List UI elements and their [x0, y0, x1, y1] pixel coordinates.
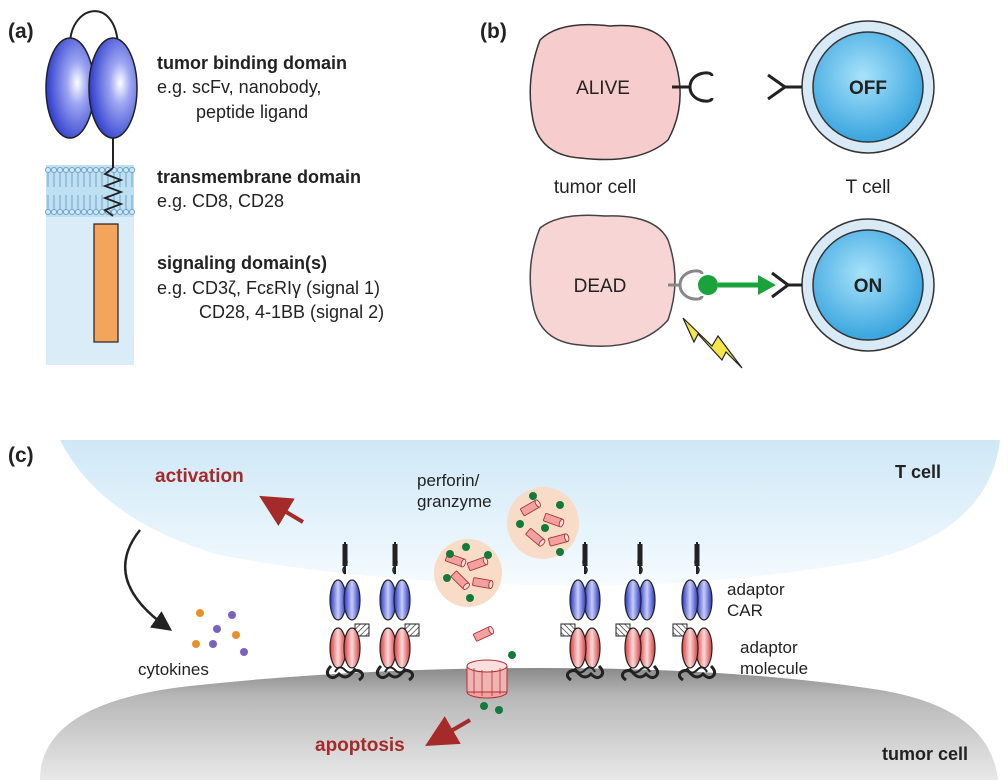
- lipid-head: [92, 166, 100, 174]
- panel-c: (c) T cell tumor cell activation cytokin…: [8, 440, 1000, 780]
- tcell-off-inner: [812, 31, 924, 143]
- lipid-head: [62, 166, 70, 174]
- lipid-head: [86, 166, 94, 174]
- lightning-icon: [682, 317, 743, 369]
- scfv-domain-right: [88, 37, 138, 139]
- lipid-head: [80, 166, 88, 174]
- transmembrane-helix: [102, 167, 124, 217]
- cytokines-label: cytokines: [138, 660, 209, 679]
- panel-a-label: (a): [8, 20, 34, 43]
- signaling-line2: CD28, 4-1BB (signal 2): [199, 302, 384, 322]
- scfv-domain-left: [45, 37, 95, 139]
- lipid-head: [74, 166, 82, 174]
- tumor-membrane-c: [40, 668, 998, 780]
- granzyme-dot: [480, 702, 488, 710]
- granule-upper: [507, 487, 579, 559]
- apoptosis-label: apoptosis: [315, 735, 405, 756]
- lipid-head: [98, 166, 106, 174]
- panel-a: (a) tumor binding domain e.g. scFv, nano…: [8, 10, 384, 365]
- dead-label: DEAD: [574, 276, 627, 297]
- tumor-cell-alive: [529, 23, 681, 161]
- lipid-head: [92, 208, 100, 216]
- tumor-binding-title: tumor binding domain: [157, 53, 347, 73]
- tumor-cell-dead: [529, 214, 676, 347]
- car-receptor-on: [771, 271, 802, 299]
- apoptosis-arrow: [425, 716, 472, 747]
- signaling-domain-box: [93, 223, 119, 343]
- lipid-head: [68, 166, 76, 174]
- lipid-head: [56, 166, 64, 174]
- lipid-head: [50, 208, 58, 216]
- lipid-head: [62, 208, 70, 216]
- transmembrane-title: transmembrane domain: [157, 167, 361, 187]
- activation-arrow: [259, 495, 305, 527]
- tumor-label-c: tumor cell: [882, 744, 968, 764]
- perforin-label-line1: perforin/: [417, 471, 480, 490]
- lipid-head: [98, 208, 106, 216]
- adaptor-car-line2: CAR: [727, 601, 763, 620]
- lipid-head: [56, 208, 64, 216]
- receptor-dead: [668, 269, 704, 301]
- signaling-line1: e.g. CD3ζ, FcεRIγ (signal 1): [157, 278, 380, 298]
- green-arrow-head: [758, 275, 776, 295]
- cytokine-arrow: [124, 529, 173, 631]
- car-receptor-off: [767, 73, 802, 101]
- signaling-title: signaling domain(s): [157, 253, 327, 273]
- receptor-alive: [672, 71, 714, 103]
- lipid-head: [110, 208, 118, 216]
- lipid-head: [122, 208, 130, 216]
- tumor-binding-line2: peptide ligand: [196, 102, 308, 122]
- panel-b-label: (b): [480, 20, 507, 43]
- alive-label: ALIVE: [576, 78, 630, 99]
- lipid-head: [80, 208, 88, 216]
- tcell-on-inner: [812, 229, 924, 341]
- lipid-head: [44, 166, 52, 174]
- adaptor-molecule-line1: adaptor: [740, 638, 798, 657]
- activation-label: activation: [155, 466, 244, 487]
- lipid-head: [74, 208, 82, 216]
- adaptor-ligand: [698, 275, 718, 295]
- off-label: OFF: [849, 78, 887, 99]
- tcell-caption: T cell: [845, 177, 890, 198]
- lipid-head: [128, 166, 136, 174]
- transmembrane-line1: e.g. CD8, CD28: [157, 191, 284, 211]
- granzyme-dot: [508, 651, 516, 659]
- lipid-head: [122, 166, 130, 174]
- panel-c-label: (c): [8, 444, 34, 467]
- lipid-head: [128, 208, 136, 216]
- tumor-binding-line1: e.g. scFv, nanobody,: [157, 77, 321, 97]
- lipid-head: [68, 208, 76, 216]
- tcell-label-c: T cell: [895, 462, 941, 482]
- lipid-bilayer: [44, 166, 136, 216]
- lipid-head: [116, 208, 124, 216]
- perforin-pore: [466, 659, 508, 699]
- adaptor-car-line1: adaptor: [727, 580, 785, 599]
- on-label: ON: [854, 276, 883, 297]
- lipid-head: [86, 208, 94, 216]
- free-granzyme: [472, 625, 496, 642]
- panel-b: (b) ALIVE OFF tumor cell T cell DEAD ON: [480, 20, 935, 369]
- granule-lower: [434, 539, 502, 607]
- perforin-label-line2: granzyme: [417, 492, 492, 511]
- tumor-cell-caption: tumor cell: [554, 177, 636, 198]
- lipid-head: [50, 166, 58, 174]
- adaptor-molecule-line2: molecule: [740, 659, 808, 678]
- lipid-head: [116, 166, 124, 174]
- granzyme-dot: [495, 706, 503, 714]
- linker-loop: [69, 10, 119, 46]
- cytokine-dots: [192, 609, 248, 656]
- lipid-head: [44, 208, 52, 216]
